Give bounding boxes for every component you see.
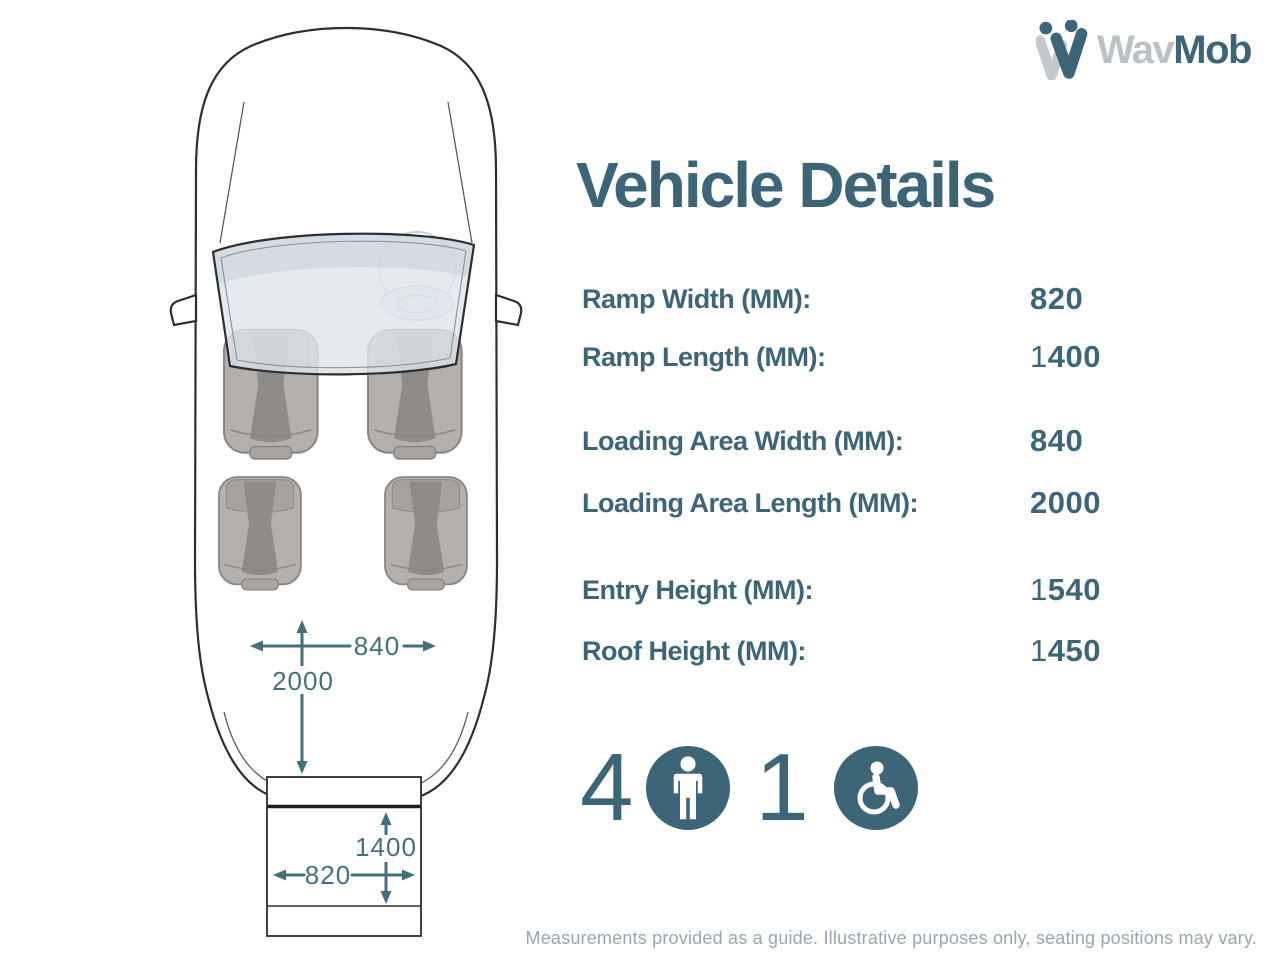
ramp-length-label: 1400	[355, 832, 417, 862]
spec-label: Loading Area Length (MM):	[582, 488, 918, 518]
spec-row-ramp-width: Ramp Width (MM): 820	[582, 278, 1202, 320]
windshield	[211, 232, 476, 376]
wheelchair-count: 1	[755, 734, 809, 841]
spec-label: Entry Height (MM):	[582, 575, 813, 605]
spec-value: 820	[1030, 281, 1084, 316]
spec-label: Ramp Length (MM):	[582, 342, 826, 372]
logo-text-mob: Mob	[1173, 28, 1252, 72]
spec-label: Loading Area Width (MM):	[582, 426, 904, 456]
page-title: Vehicle Details	[576, 149, 996, 221]
loading-length-label: 2000	[272, 666, 334, 696]
capacity-row: 4 1	[580, 740, 918, 836]
wheelchair-icon	[857, 761, 900, 815]
wavmob-logo: WavMob	[1036, 20, 1252, 80]
spec-value: 2000	[1030, 485, 1101, 520]
wheelchair-badge	[833, 746, 918, 830]
spec-row-ramp-length: Ramp Length (MM): 1400	[582, 336, 1202, 378]
loading-width-label: 840	[354, 631, 400, 661]
ramp-width-label: 820	[305, 860, 351, 890]
spec-label: Ramp Width (MM):	[582, 284, 811, 314]
spec-value: 840	[1030, 423, 1084, 458]
car-top-view-diagram: 840 2000 1400 820	[169, 26, 523, 937]
left-mirror	[169, 293, 198, 327]
spec-value: 1400	[1030, 339, 1101, 374]
seat-count: 4	[580, 734, 634, 841]
car-body-outline	[193, 26, 499, 809]
person-icon	[674, 756, 703, 820]
seat-rear-left	[218, 476, 302, 591]
ramp: 1400 820	[266, 776, 422, 937]
disclaimer-text: Measurements provided as a guide. Illust…	[525, 928, 1257, 948]
spec-label: Roof Height (MM):	[582, 636, 806, 666]
spec-row-loading-area-width: Loading Area Width (MM): 840	[582, 420, 1202, 462]
loading-area-measurements: 840 2000	[250, 620, 436, 774]
person-badge	[646, 746, 731, 830]
spec-row-loading-area-length: Loading Area Length (MM): 2000	[582, 482, 1202, 524]
spec-value: 1540	[1030, 572, 1101, 607]
spec-row-entry-height: Entry Height (MM): 1540	[582, 569, 1202, 611]
wavmob-logo-mark	[1036, 20, 1088, 80]
right-mirror	[494, 293, 523, 327]
spec-value: 1450	[1030, 633, 1101, 668]
seat-rear-right	[384, 476, 468, 591]
logo-text-wav: Wav	[1097, 28, 1175, 72]
hood-crease-left	[219, 101, 245, 244]
wavmob-logo-text: WavMob	[1097, 20, 1252, 80]
spec-row-roof-height: Roof Height (MM): 1450	[582, 630, 1202, 672]
hood-crease-right	[447, 101, 473, 244]
